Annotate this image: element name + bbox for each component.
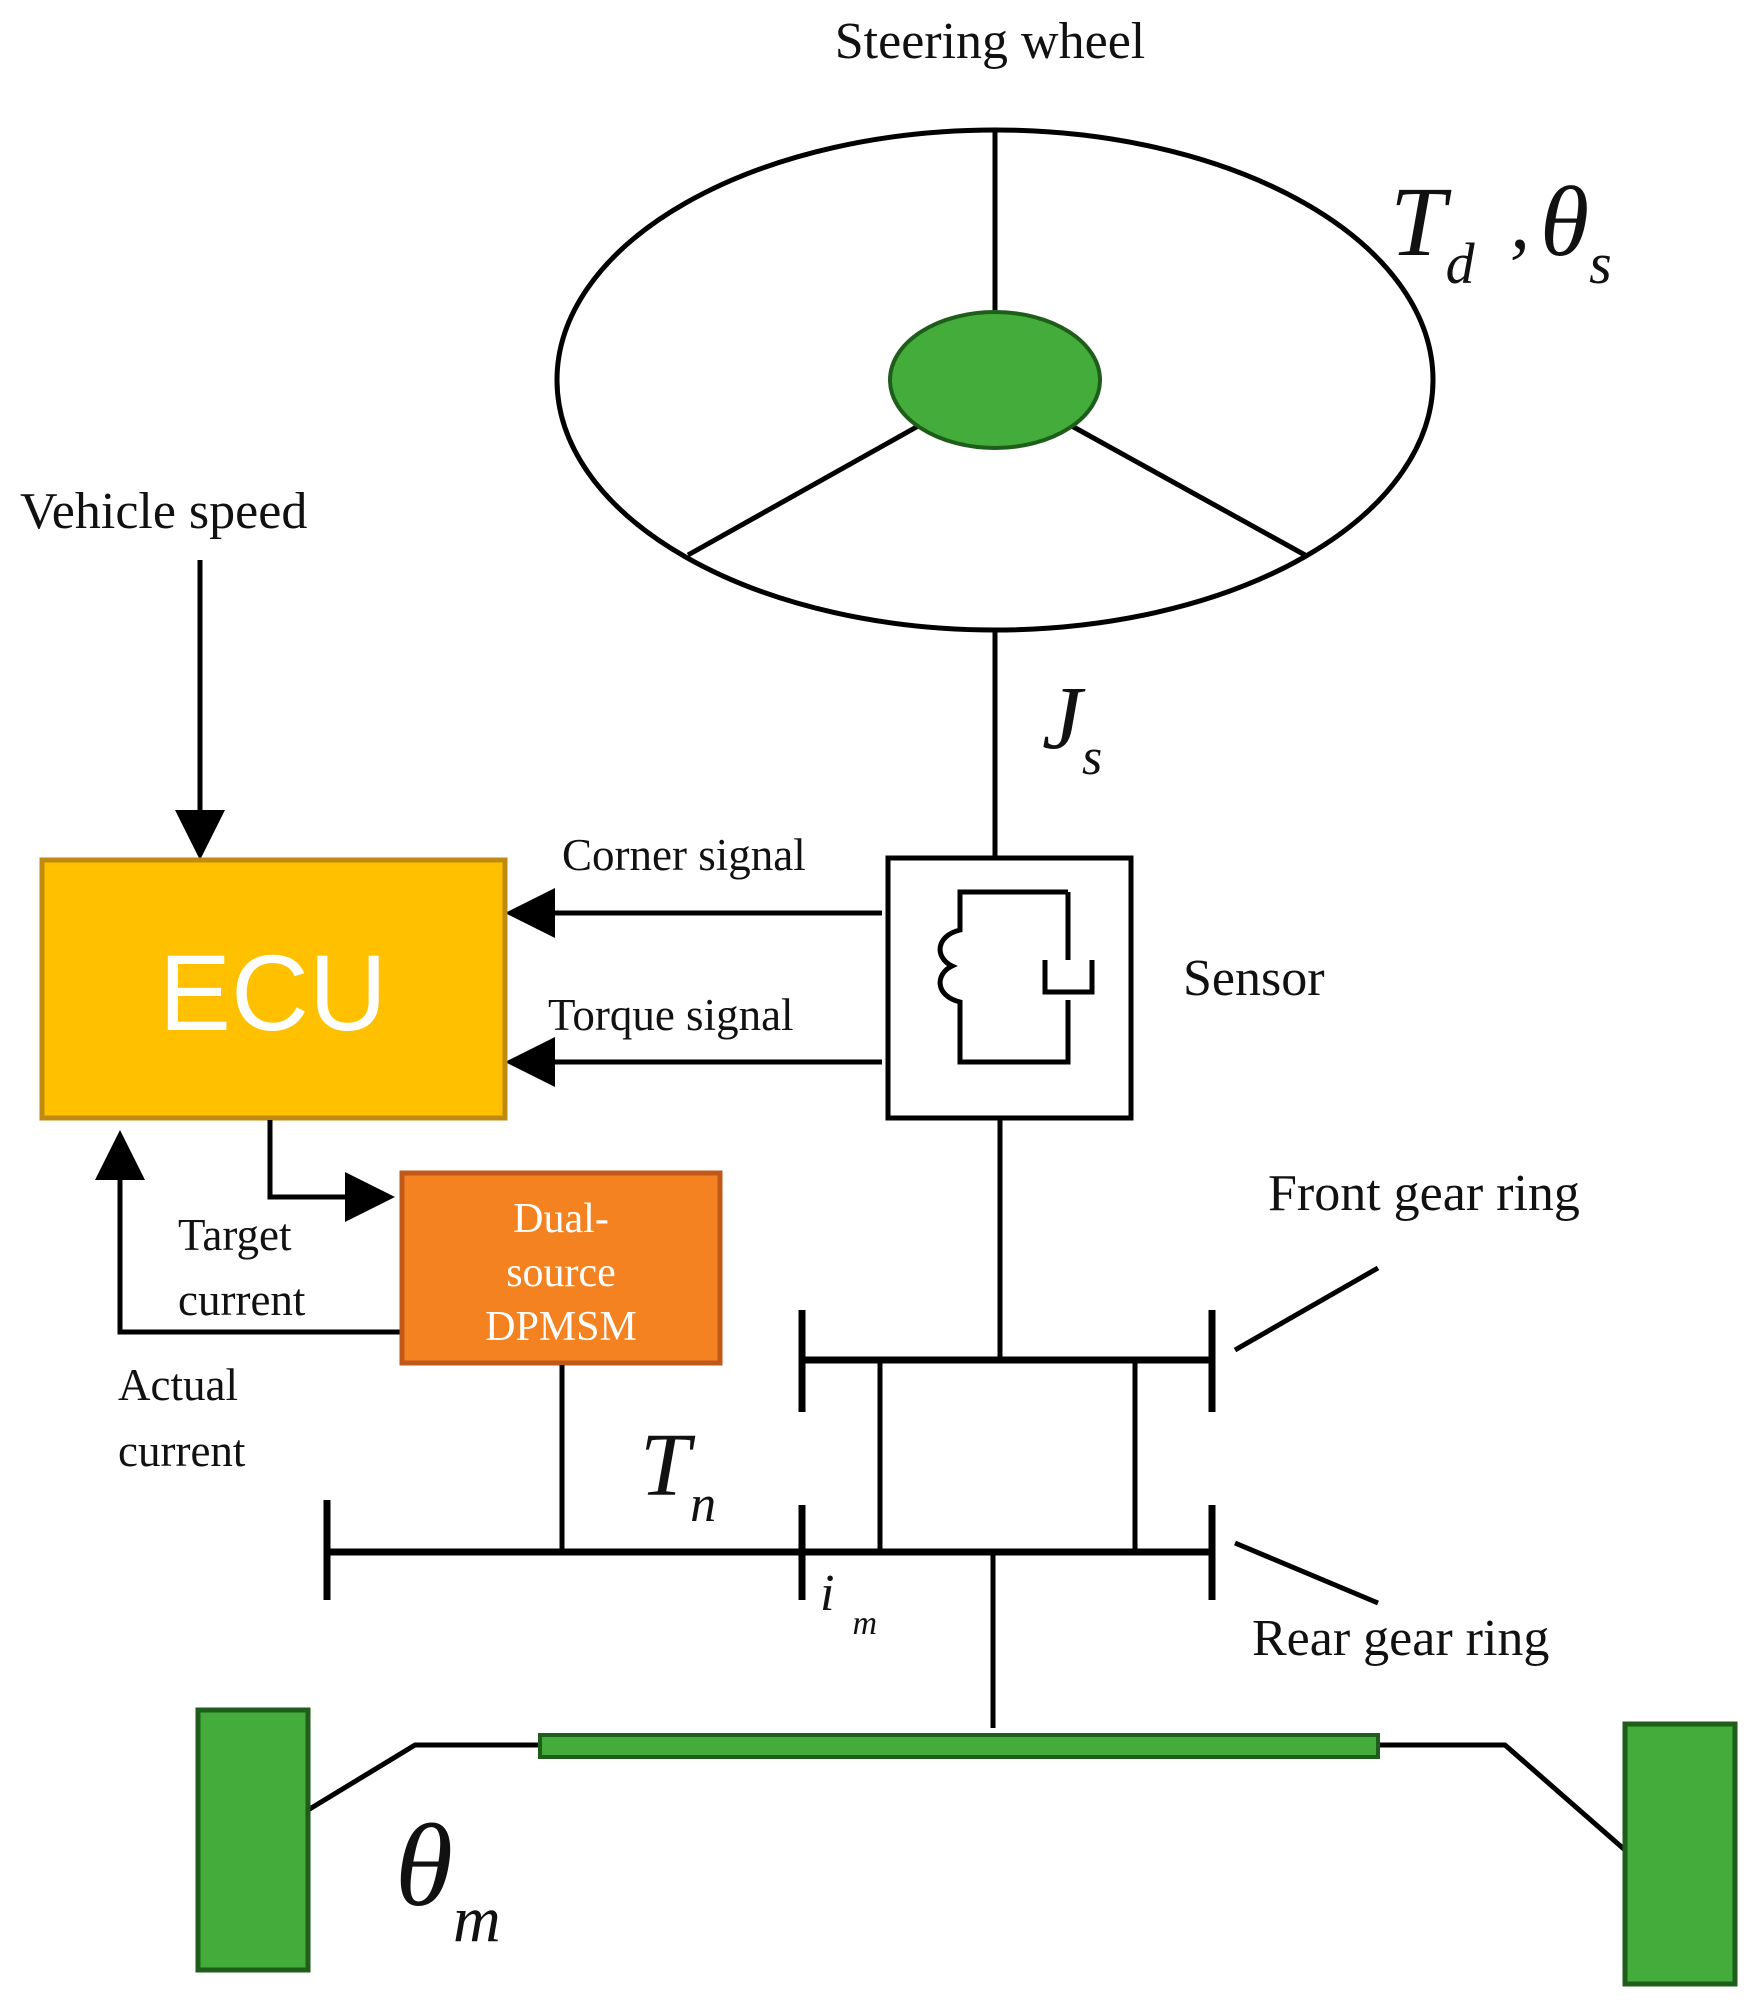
sensor-box xyxy=(885,855,1134,1121)
spring-damper-icon xyxy=(937,889,1095,1065)
left-tie-rod xyxy=(306,1742,540,1813)
target-current-label-2: current xyxy=(178,1275,306,1325)
column-inertia-symbol: Js xyxy=(1042,669,1102,786)
motor-label-line-3: DPMSM xyxy=(485,1304,637,1350)
right-front-wheel xyxy=(1622,1721,1738,1987)
motor-label-line-1: Dual- xyxy=(513,1196,609,1242)
motor-box xyxy=(399,1170,723,1366)
rear-gear-ring-leader xyxy=(1234,1540,1379,1606)
wheel-angle-symbol: θm xyxy=(395,1800,501,1956)
steering-angle-symbol: θs xyxy=(1540,166,1612,296)
torque-signal-label: Torque signal xyxy=(548,990,794,1040)
actual-current-arrow xyxy=(95,1130,402,1335)
steering-wheel-hub xyxy=(888,310,1102,450)
right-tie-rod xyxy=(1378,1742,1627,1852)
steering-rack xyxy=(538,1733,1380,1759)
front-gear-ring-label: Front gear ring xyxy=(1268,1165,1580,1222)
ecu-label: ECU xyxy=(159,932,387,1053)
actual-current-label-1: Actual xyxy=(118,1360,238,1410)
left-front-wheel xyxy=(195,1707,311,1973)
actual-current-label-2: current xyxy=(118,1426,246,1476)
sensor-label: Sensor xyxy=(1183,950,1325,1007)
front-gear-ring-leader xyxy=(1233,1265,1380,1353)
steering-wheel-spoke-left xyxy=(686,422,922,558)
steering-wheel-spoke-right xyxy=(1068,422,1307,558)
symbol-comma: , xyxy=(1510,178,1530,266)
assist-torque-symbol: Tn xyxy=(640,1416,716,1533)
steering-wheel xyxy=(554,127,1436,633)
vehicle-speed-label: Vehicle speed xyxy=(20,483,307,540)
gear-ratio-symbol: im xyxy=(820,1565,877,1642)
motor-label-line-2: source xyxy=(506,1250,616,1296)
target-current-arrow xyxy=(267,1120,395,1222)
planetary-gear-assembly xyxy=(798,1310,1216,1600)
rear-gear-ring-label: Rear gear ring xyxy=(1252,1610,1549,1667)
ecu-box xyxy=(39,857,508,1121)
driver-torque-symbol: Td xyxy=(1390,166,1476,296)
target-current-label-1: Target xyxy=(178,1210,292,1260)
steering-wheel-label: Steering wheel xyxy=(835,13,1145,70)
corner-signal-label: Corner signal xyxy=(562,830,806,880)
